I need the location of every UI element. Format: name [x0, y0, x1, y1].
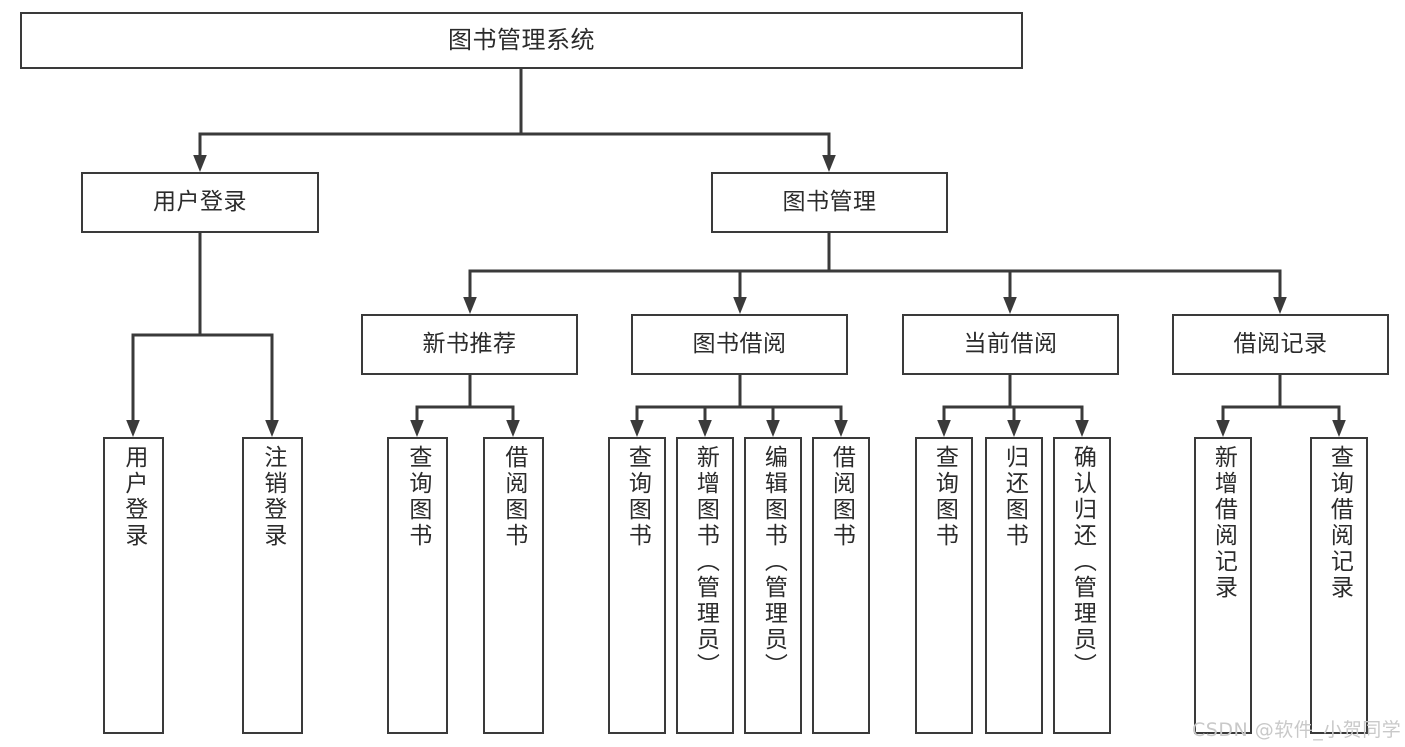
- node-leaf-query-book-1[interactable]: 查询图书: [387, 437, 448, 734]
- node-label-leaf-borrow-book-1: 借阅图书: [500, 445, 527, 549]
- arrow-head-new-book-recommend-to-leaves-0: [410, 419, 424, 437]
- node-label-root: 图书管理系统: [448, 25, 595, 54]
- node-label-leaf-query-book-3: 查询图书: [931, 445, 958, 549]
- node-leaf-logout[interactable]: 注销登录: [242, 437, 303, 734]
- arrow-head-borrow-record-to-leaves-0: [1216, 419, 1230, 437]
- arrow-head-book-management-to-level3-3: [1273, 296, 1287, 314]
- node-leaf-borrow-book-1[interactable]: 借阅图书: [483, 437, 544, 734]
- arrow-head-borrow-record-to-leaves-1: [1332, 419, 1346, 437]
- node-label-current-borrow: 当前借阅: [963, 331, 1058, 358]
- node-label-new-book-recommend: 新书推荐: [422, 331, 517, 358]
- node-label-leaf-query-borrow-record: 查询借阅记录: [1326, 445, 1353, 601]
- node-leaf-query-book-2[interactable]: 查询图书: [608, 437, 666, 734]
- node-leaf-borrow-book-2[interactable]: 借阅图书: [812, 437, 870, 734]
- node-leaf-query-borrow-record[interactable]: 查询借阅记录: [1310, 437, 1368, 734]
- node-leaf-user-login[interactable]: 用户登录: [103, 437, 164, 734]
- node-book-management[interactable]: 图书管理: [711, 172, 948, 233]
- node-label-user-login: 用户登录: [153, 189, 247, 216]
- node-user-login[interactable]: 用户登录: [81, 172, 319, 233]
- arrow-head-root-to-level2-1: [822, 154, 836, 172]
- arrow-head-root-to-level2-0: [193, 154, 207, 172]
- node-leaf-return-book[interactable]: 归还图书: [985, 437, 1043, 734]
- node-label-leaf-return-book: 归还图书: [1001, 445, 1028, 549]
- node-label-book-management: 图书管理: [782, 189, 877, 216]
- arrow-head-book-management-to-level3-2: [1003, 296, 1017, 314]
- node-leaf-query-book-3[interactable]: 查询图书: [915, 437, 973, 734]
- arrow-head-current-borrow-to-leaves-1: [1007, 419, 1021, 437]
- node-current-borrow[interactable]: 当前借阅: [902, 314, 1119, 375]
- node-label-leaf-user-login: 用户登录: [120, 445, 147, 549]
- arrow-head-user-login-to-leaves-1: [265, 419, 279, 437]
- node-book-borrow[interactable]: 图书借阅: [631, 314, 848, 375]
- node-label-leaf-query-book-2: 查询图书: [624, 445, 651, 549]
- arrow-head-book-borrow-to-leaves-1: [698, 419, 712, 437]
- arrow-head-current-borrow-to-leaves-0: [937, 419, 951, 437]
- arrow-head-book-borrow-to-leaves-3: [834, 419, 848, 437]
- node-label-leaf-edit-book: 编辑图书（管理员）: [760, 445, 787, 679]
- arrow-head-new-book-recommend-to-leaves-1: [506, 419, 520, 437]
- arrow-head-book-management-to-level3-1: [733, 296, 747, 314]
- node-label-leaf-query-book-1: 查询图书: [404, 445, 431, 549]
- node-label-leaf-logout: 注销登录: [259, 445, 286, 549]
- node-leaf-confirm-return[interactable]: 确认归还（管理员）: [1053, 437, 1111, 734]
- arrow-head-current-borrow-to-leaves-2: [1075, 419, 1089, 437]
- node-label-borrow-record: 借阅记录: [1233, 331, 1328, 358]
- node-leaf-edit-book[interactable]: 编辑图书（管理员）: [744, 437, 802, 734]
- node-label-book-borrow: 图书借阅: [692, 331, 787, 358]
- arrow-head-book-borrow-to-leaves-2: [766, 419, 780, 437]
- node-new-book-recommend[interactable]: 新书推荐: [361, 314, 578, 375]
- arrow-head-book-management-to-level3-0: [463, 296, 477, 314]
- node-borrow-record[interactable]: 借阅记录: [1172, 314, 1389, 375]
- node-label-leaf-add-borrow-record: 新增借阅记录: [1210, 445, 1237, 601]
- node-label-leaf-add-book: 新增图书（管理员）: [692, 445, 719, 679]
- node-label-leaf-confirm-return: 确认归还（管理员）: [1069, 445, 1096, 679]
- node-root[interactable]: 图书管理系统: [20, 12, 1023, 69]
- node-leaf-add-book[interactable]: 新增图书（管理员）: [676, 437, 734, 734]
- node-label-leaf-borrow-book-2: 借阅图书: [828, 445, 855, 549]
- node-leaf-add-borrow-record[interactable]: 新增借阅记录: [1194, 437, 1252, 734]
- arrow-head-user-login-to-leaves-0: [126, 419, 140, 437]
- arrow-head-book-borrow-to-leaves-0: [630, 419, 644, 437]
